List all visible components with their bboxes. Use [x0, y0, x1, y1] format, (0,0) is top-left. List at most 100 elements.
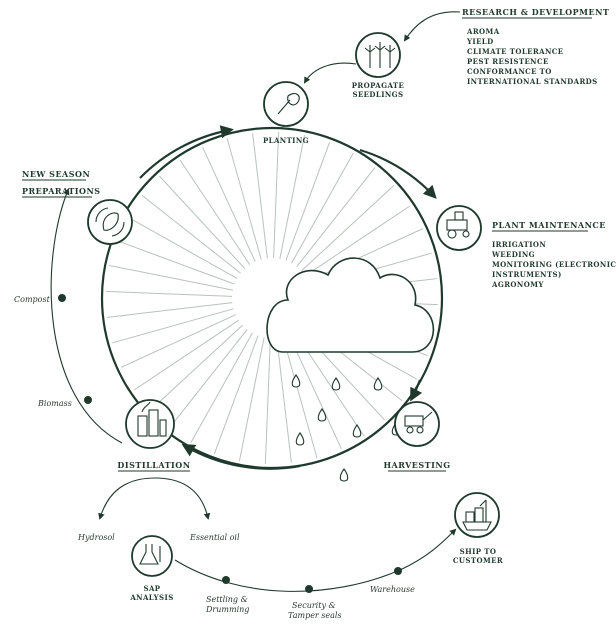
planting-node [263, 81, 309, 127]
rnd-item: CONFORMANCE TO [467, 67, 552, 76]
sun-ray [190, 332, 253, 444]
settling-label-2: Drumming [205, 605, 249, 614]
sun-ray [296, 167, 376, 267]
sun-ray [149, 324, 243, 411]
seedling-arrow [304, 62, 357, 84]
sun-ray [107, 302, 233, 318]
harvester-icon [404, 411, 433, 434]
sun-ray [202, 146, 256, 262]
sun-ray [276, 337, 292, 463]
seedling-icon [364, 42, 396, 68]
sun-ray [106, 290, 233, 297]
lab-flask-icon [139, 544, 161, 565]
security-label-2: Tamper seals [288, 611, 342, 620]
ship-label-1: SHIP TO [460, 547, 497, 556]
ship-node [454, 492, 500, 538]
sun-ray [282, 336, 318, 458]
cycle-arrow-top [359, 148, 437, 199]
essential-oil-label: Essential oil [189, 533, 240, 542]
sun-ray [126, 216, 238, 279]
rnd-item: YIELD [466, 37, 494, 46]
maintenance-item: WEEDING [491, 250, 535, 259]
propagate-label-2: SEEDLINGS [352, 90, 403, 99]
recycle-leaf-icon [95, 207, 125, 237]
rnd-arrow [403, 11, 461, 42]
sun-ray [133, 319, 240, 391]
rain-drop-icon [295, 432, 305, 446]
cycle-arrow-left [139, 125, 234, 179]
sun-ray [112, 308, 234, 344]
rain-drop-icon [373, 377, 383, 391]
biomass-label: Biomass [37, 399, 72, 408]
rnd-title: RESEARCH & DEVELOPMENT [462, 7, 609, 17]
cloud-icon [266, 257, 435, 353]
plant-maintenance-title: PLANT MAINTENANCE [492, 220, 606, 230]
cycle-arrow-right [410, 379, 423, 402]
propagate-label-1: PROPAGATE [352, 81, 405, 90]
new-season-label-1: NEW SEASON [22, 169, 90, 179]
sun-ray [285, 142, 331, 261]
sun-ray [116, 239, 235, 285]
hydrosol-label: Hydrosol [77, 533, 115, 542]
seedling-node [355, 32, 401, 78]
sun-ray [264, 337, 271, 464]
sun-ray [159, 175, 246, 269]
sun-ray [291, 152, 354, 264]
security-dot [305, 585, 313, 593]
rnd-item: PEST RESISTENCE [467, 57, 549, 66]
container-ship-icon [462, 499, 492, 531]
sun-ray [279, 135, 305, 259]
rain-drop-icon [317, 408, 327, 422]
sun-ray [213, 335, 259, 454]
sun-ray [141, 194, 241, 274]
new-season-label-2: PREPARATIONS [22, 186, 101, 196]
security-label-1: Security & [292, 601, 336, 610]
sun-ray [179, 159, 251, 266]
plant-maintenance-items: IRRIGATION WEEDING MONITORING (ELECTRONI… [491, 240, 616, 289]
trowel-icon [277, 93, 300, 115]
sap-label-2: ANALYSIS [129, 593, 173, 602]
cycle-arrow-bottom [181, 444, 301, 470]
biomass-dot [84, 396, 92, 404]
sun-ray [301, 185, 395, 272]
new-season-node [87, 199, 133, 245]
sun-ray [252, 133, 268, 259]
harvesting-node [394, 401, 440, 447]
warehouse-dot [394, 567, 402, 575]
harvesting-label: HARVESTING [383, 460, 450, 470]
sun-ray [304, 205, 411, 277]
factory-icon [137, 401, 167, 437]
hydrosol-arrow [98, 477, 156, 520]
maintenance-item: IRRIGATION [492, 240, 546, 249]
settling-dot [222, 576, 230, 584]
sap-analysis-node [131, 535, 173, 577]
sun-ray [239, 337, 265, 461]
essential-oil-arrow [154, 477, 211, 520]
maintenance-item: AGRONOMY [491, 280, 544, 289]
maintenance-item: MONITORING (ELECTRONIC [492, 260, 616, 269]
sun-ray [168, 329, 248, 429]
rnd-item: INTERNATIONAL STANDARDS [467, 77, 598, 86]
planting-label: PLANTING [263, 136, 309, 145]
rain-drop-icon [331, 377, 341, 391]
settling-label-1: Settling & [206, 595, 248, 604]
rain-drop-icon [352, 424, 362, 438]
sun-ray [288, 334, 342, 450]
sun-ray [308, 228, 424, 282]
sap-label-1: SAP [144, 584, 161, 593]
rnd-item: AROMA [466, 27, 500, 36]
tractor-icon [446, 211, 470, 239]
maintenance-node [436, 205, 482, 251]
rnd-items: AROMA YIELD CLIMATE TOLERANCE PEST RESIS… [466, 27, 598, 86]
return-arc [50, 188, 123, 444]
compost-dot [58, 294, 66, 302]
distillation-node [125, 399, 175, 449]
sun-ray [273, 132, 280, 259]
distillation-label: DISTILLATION [117, 460, 190, 470]
sun-ray [109, 265, 233, 291]
sun-ray [226, 138, 262, 260]
sun-ray [120, 314, 236, 368]
rain-drop-icon [339, 468, 349, 482]
rain-drop-icon [291, 374, 301, 388]
